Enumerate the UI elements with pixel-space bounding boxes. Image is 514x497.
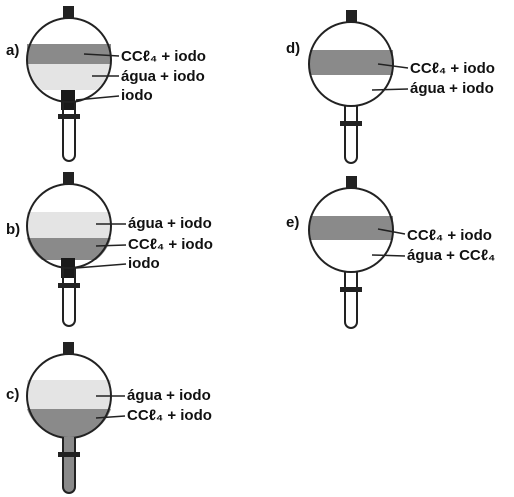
label-layer-3: iodo	[128, 255, 160, 272]
funnel-stem	[62, 437, 76, 494]
label-layer-1: CCℓ₄ + iodo	[410, 60, 495, 77]
layer-light	[27, 64, 111, 90]
layer-dark	[310, 50, 393, 75]
funnel-bulb	[26, 183, 112, 269]
layer-dark	[27, 44, 111, 64]
funnel-option-a: a) CCℓ₄ + iodo água + iodo iodo	[6, 6, 206, 162]
label-layer-2: água + CCℓ₄	[407, 247, 495, 264]
funnel-option-d: d) CCℓ₄ + iodo água + iodo	[286, 10, 495, 164]
stopcock	[58, 283, 80, 288]
stopper	[346, 176, 357, 188]
layer-light	[27, 212, 111, 238]
leader-line	[95, 244, 127, 247]
funnel-option-b: b) água + iodo CCℓ₄ + iodo iodo	[6, 172, 213, 327]
label-layer-1: água + iodo	[128, 215, 212, 232]
funnel-bulb	[308, 187, 394, 273]
option-letter-e: e)	[286, 214, 299, 231]
label-layer-2: água + iodo	[121, 68, 205, 85]
stopcock	[340, 121, 362, 126]
label-layer-2: CCℓ₄ + iodo	[128, 236, 213, 253]
leader-line	[371, 254, 406, 257]
leader-line	[83, 53, 120, 57]
leader-line	[371, 88, 409, 91]
stopper	[63, 6, 74, 18]
stopcock	[58, 114, 80, 119]
layer-dark	[310, 216, 393, 240]
leader-line	[377, 228, 406, 235]
funnel-bulb	[26, 17, 112, 103]
label-layer-2: água + iodo	[410, 80, 494, 97]
leader-line	[377, 63, 409, 69]
stem-liquid	[63, 437, 75, 493]
stopcock	[340, 287, 362, 292]
layer-light	[27, 380, 111, 409]
funnel-bulb	[308, 21, 394, 107]
option-letter-a: a)	[6, 42, 19, 59]
stopper	[63, 342, 74, 354]
option-letter-d: d)	[286, 40, 300, 57]
funnel-option-e: e) CCℓ₄ + iodo água + CCℓ₄	[286, 176, 495, 329]
funnel-stem	[62, 267, 76, 327]
option-letter-b: b)	[6, 221, 20, 238]
funnel-stem	[62, 101, 76, 162]
funnel-option-c: c) água + iodo CCℓ₄ + iodo	[6, 342, 212, 494]
stopper	[63, 172, 74, 184]
funnel-stem	[344, 271, 358, 329]
layer-solid-iodine	[61, 90, 75, 110]
stopper	[346, 10, 357, 22]
leader-line	[75, 95, 120, 101]
layer-dark	[27, 409, 111, 438]
leader-line	[95, 415, 126, 419]
option-letter-c: c)	[6, 386, 19, 403]
leader-line	[75, 263, 127, 269]
label-layer-1: CCℓ₄ + iodo	[121, 48, 206, 65]
label-layer-1: CCℓ₄ + iodo	[407, 227, 492, 244]
label-layer-1: água + iodo	[127, 387, 211, 404]
funnel-stem	[344, 105, 358, 164]
stopcock	[58, 452, 80, 457]
label-layer-3: iodo	[121, 87, 153, 104]
layer-dark	[27, 238, 111, 260]
label-layer-2: CCℓ₄ + iodo	[127, 407, 212, 424]
